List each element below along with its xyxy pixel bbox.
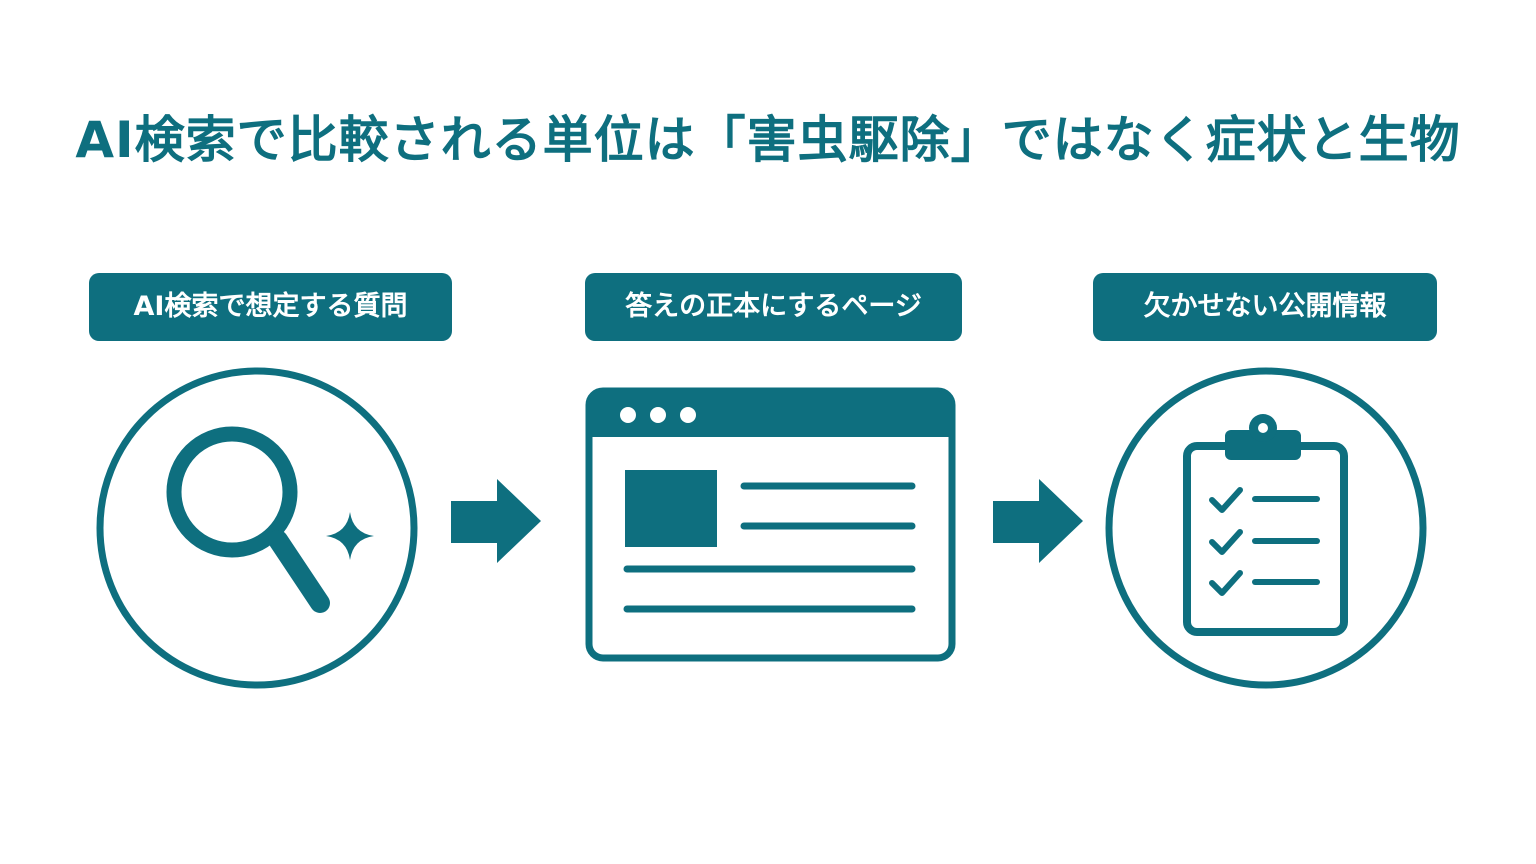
browser-page-icon: [585, 387, 956, 662]
image-placeholder: [625, 470, 717, 547]
browser-titlebar: [589, 391, 952, 437]
step-label-questions: AI検索で想定する質問: [89, 273, 452, 341]
browser-dot-1: [620, 407, 636, 423]
clipboard-clip-hole: [1258, 423, 1268, 433]
sparkle-icon: [326, 512, 374, 560]
browser-dot-2: [650, 407, 666, 423]
step-label-canonical-page: 答えの正本にするページ: [585, 273, 962, 341]
browser-dot-3: [680, 407, 696, 423]
clipboard-checklist-icon: [1105, 367, 1427, 689]
check-icon-1: [1209, 487, 1243, 513]
magnifier-sparkle-icon: [96, 367, 418, 689]
check-icon-2: [1209, 529, 1243, 555]
step-3-circle: [1105, 367, 1427, 689]
clipboard-clip: [1225, 430, 1301, 460]
page-title: AI検索で比較される単位は「害虫駆除」ではなく症状と生物: [75, 111, 1461, 169]
step-label-public-info: 欠かせない公開情報: [1093, 273, 1437, 341]
step-1-circle: [96, 367, 418, 689]
magnifier-lens: [166, 426, 298, 558]
arrow-right-icon-2: [993, 479, 1083, 563]
arrow-right-icon-1: [451, 479, 541, 563]
check-icon-3: [1209, 570, 1243, 596]
magnifier-handle: [268, 530, 330, 613]
